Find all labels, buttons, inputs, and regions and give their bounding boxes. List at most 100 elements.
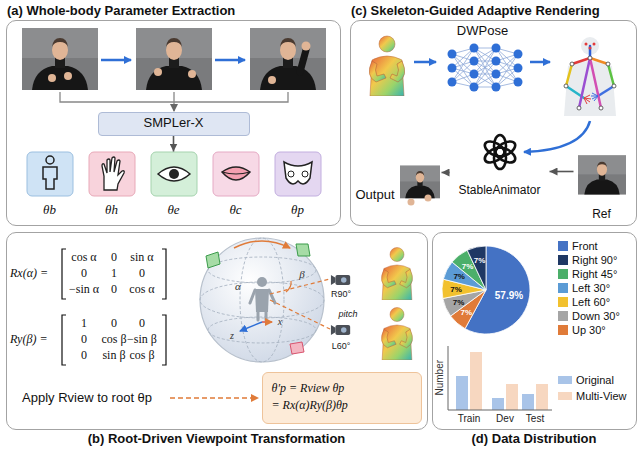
reference-image xyxy=(578,155,626,194)
pose-skeleton xyxy=(584,93,598,104)
image-box: Ref xyxy=(574,146,630,222)
view-sphere xyxy=(250,290,275,320)
matrix-entry: 1 xyxy=(81,317,87,331)
legend-swatch xyxy=(558,269,568,279)
parameter-icon xyxy=(222,172,250,174)
pose-skeleton xyxy=(572,58,590,64)
view-sphere xyxy=(240,322,262,331)
network-icon xyxy=(452,48,518,87)
pie-percent: 7% xyxy=(474,256,486,265)
pose-skeleton xyxy=(589,47,592,50)
view-label: pitch xyxy=(338,309,357,319)
network-icon xyxy=(448,44,523,92)
matrix-name: Rx(α) = xyxy=(10,267,48,281)
equation-box: θ′p = Rview θp= Rx(α)Ry(β)θp xyxy=(262,372,422,424)
network-icon xyxy=(514,78,523,87)
panel-title: (d) Data Distribution xyxy=(472,432,597,447)
node-label: θh xyxy=(105,203,118,218)
view-sphere xyxy=(200,238,330,362)
network-icon xyxy=(514,50,523,59)
output-image xyxy=(400,166,440,199)
panel-title: (a) Whole-body Parameter Extraction xyxy=(7,4,235,19)
view-sphere xyxy=(257,277,267,287)
panel-title: (b) Root-Driven Viewpoint Transformation xyxy=(88,432,346,447)
video-frame xyxy=(188,70,196,78)
legend-swatch xyxy=(558,392,572,400)
network-icon xyxy=(470,44,479,53)
node-label: θb xyxy=(43,203,56,218)
bar xyxy=(470,352,482,410)
video-frame xyxy=(22,28,98,90)
frame-arrow xyxy=(215,59,245,62)
pose-skeleton xyxy=(564,56,616,110)
video-frame xyxy=(22,28,326,90)
output-image xyxy=(425,195,432,202)
parameter-box: θc xyxy=(213,152,259,218)
pie-percent: 7% xyxy=(453,298,465,307)
pie-percent: 7% xyxy=(453,272,465,281)
pose-skeleton xyxy=(566,64,572,86)
mesh-render xyxy=(381,248,412,301)
legend-text: Up 30° xyxy=(572,324,606,337)
matrix-bracket xyxy=(62,315,166,365)
legend-swatch xyxy=(558,241,568,251)
matrix-entry: cos β xyxy=(101,333,126,347)
flow-arrow xyxy=(414,62,590,152)
pose-skeleton xyxy=(590,58,608,64)
camera-icon xyxy=(331,275,350,285)
view-sphere xyxy=(240,238,284,362)
view-sphere xyxy=(234,241,290,248)
node-label: θc xyxy=(229,203,241,218)
parameter-icon xyxy=(27,152,73,196)
connector-arrow xyxy=(173,136,175,152)
pose-skeleton xyxy=(584,95,591,104)
pose-skeleton xyxy=(599,106,603,110)
mesh-render xyxy=(381,308,412,361)
legend-swatch xyxy=(558,376,572,384)
view-sphere xyxy=(208,317,316,343)
view-sphere xyxy=(255,289,269,312)
network-icon xyxy=(470,83,479,92)
legend-text: Down 30° xyxy=(572,310,620,323)
network-icon xyxy=(492,44,501,53)
pose-skeleton xyxy=(566,46,614,108)
network-icon xyxy=(448,50,457,59)
view-label: R90° xyxy=(331,289,351,299)
parameter-icon xyxy=(169,169,179,179)
view-sphere xyxy=(290,342,304,354)
pie-slice xyxy=(442,246,530,334)
parameter-box: θb xyxy=(27,152,73,218)
matrix-entry: sin β xyxy=(102,349,125,363)
legend-text: Left 30° xyxy=(572,282,610,295)
matrix-entry: 0 xyxy=(139,267,145,281)
node-label: StableAnimator xyxy=(458,184,540,198)
view-sphere xyxy=(200,238,324,362)
model-box: SMPLer-X xyxy=(98,112,250,136)
image-box: Output xyxy=(354,148,442,218)
model-box: DWPose xyxy=(438,24,528,98)
bar xyxy=(456,352,548,410)
parameter-icon xyxy=(151,152,197,196)
pose-skeleton xyxy=(570,62,574,66)
pose-skeleton xyxy=(588,56,592,60)
node-label: θ′p = Rview θp xyxy=(272,382,345,396)
network-icon xyxy=(492,83,501,92)
note-text: Apply Rview to root θp xyxy=(22,391,152,406)
network-icon xyxy=(492,70,501,79)
network-icon xyxy=(492,57,501,66)
matrix-entry: 0 xyxy=(111,251,117,265)
matrix-entry: 0 xyxy=(81,333,87,347)
legend-text: Left 60° xyxy=(572,296,610,309)
pie-percent: 7% xyxy=(461,308,473,317)
camera-icon xyxy=(331,325,350,335)
view-sphere xyxy=(200,282,324,318)
video-frame xyxy=(48,74,56,82)
model-box: StableAnimator xyxy=(450,132,550,198)
matrix-entry: cos β xyxy=(129,349,154,363)
node-label: θe xyxy=(167,203,179,218)
output-image xyxy=(400,166,440,206)
category-label: Test xyxy=(526,413,544,425)
matrix-bracket xyxy=(62,249,166,365)
pose-skeleton xyxy=(564,84,568,88)
